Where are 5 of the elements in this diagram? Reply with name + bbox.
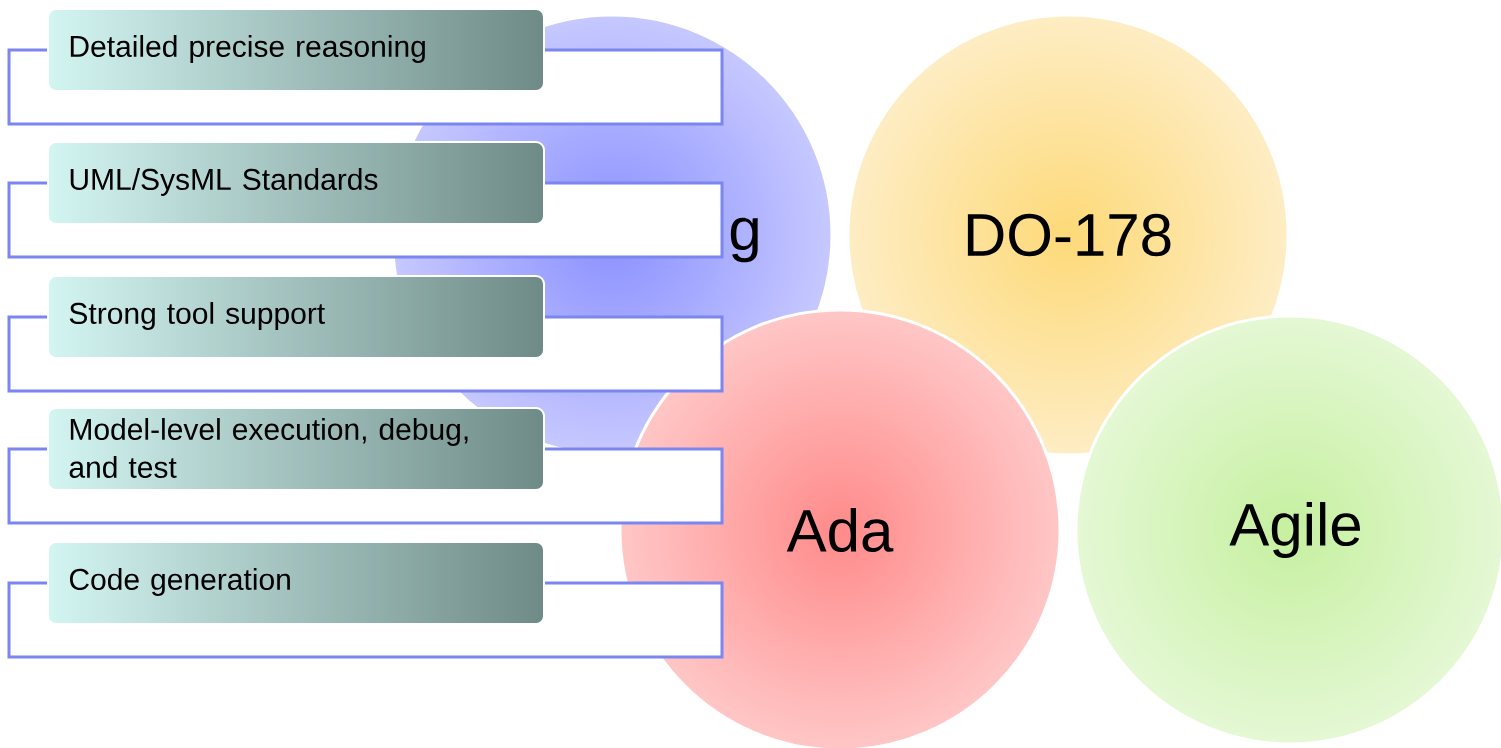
list-item-box: Model-level execution, debug, and test [47,407,545,491]
list-item-box: Strong tool support [47,275,545,359]
list-item-box: Detailed precise reasoning [47,8,545,92]
list-item-box: Code generation [47,541,545,625]
list-item-box: UML/SysML Standards [47,141,545,225]
